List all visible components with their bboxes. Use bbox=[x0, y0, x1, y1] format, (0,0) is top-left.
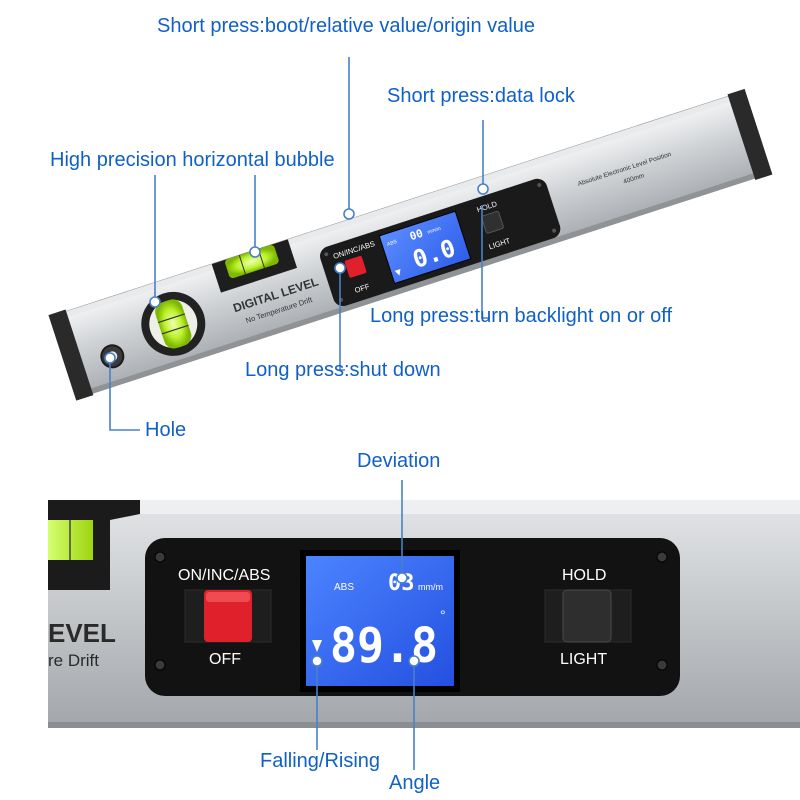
closeup-lcd-unit: mm/m bbox=[418, 582, 443, 592]
top-lcd-unit: mm/m bbox=[427, 226, 442, 236]
callout-long-press-shutdown: Long press:shut down bbox=[245, 359, 441, 381]
closeup-hold-button[interactable] bbox=[562, 589, 612, 643]
top-lcd-small-value: 00 bbox=[408, 227, 425, 243]
closeup-btn-hold-label: HOLD bbox=[562, 567, 606, 584]
closeup-lcd-big-value: 89.8 bbox=[330, 618, 438, 674]
bottom-leader-lines bbox=[311, 480, 420, 770]
closeup-brand-partial2: re Drift bbox=[48, 651, 99, 670]
closeup-btn-off-label: OFF bbox=[209, 651, 241, 668]
top-hold-button[interactable] bbox=[481, 210, 504, 234]
callout-hole: Hole bbox=[145, 419, 187, 441]
left-end-cap bbox=[48, 309, 94, 401]
closeup-btn-onincabs-label: ON/INC/ABS bbox=[178, 567, 270, 584]
closeup-lcd-screen bbox=[306, 556, 454, 686]
callout-angle: Angle bbox=[389, 772, 441, 794]
top-power-button[interactable] bbox=[344, 255, 367, 278]
callout-short-press-lock: Short press:data lock bbox=[387, 85, 575, 107]
closeup-power-button[interactable] bbox=[204, 590, 252, 642]
top-lcd-abs: ABS bbox=[386, 239, 398, 248]
top-level-illustration: DIGITAL LEVEL No Temperature Drift ON/IN… bbox=[48, 57, 773, 431]
falling-rising-indicator bbox=[312, 640, 322, 652]
closeup-brand-partial1: EVEL bbox=[48, 618, 116, 648]
closeup-btn-light-label: LIGHT bbox=[560, 651, 607, 668]
callout-falling-rising: Falling/Rising bbox=[260, 750, 381, 772]
right-end-cap bbox=[727, 88, 773, 181]
closeup-lcd-degree: ° bbox=[440, 607, 446, 623]
top-leader-lines bbox=[104, 57, 490, 431]
callout-bubble: High precision horizontal bubble bbox=[50, 149, 335, 171]
callout-short-press-boot: Short press:boot/relative value/origin v… bbox=[157, 15, 535, 37]
bottom-closeup-illustration: EVEL re Drift ON/INC/ABS OFF ABS 03 mm/m… bbox=[48, 480, 800, 770]
closeup-lcd-abs: ABS bbox=[334, 582, 354, 593]
callout-long-press-backlight: Long press:turn backlight on or off bbox=[370, 305, 673, 327]
callout-deviation: Deviation bbox=[357, 450, 441, 472]
top-lcd-screen bbox=[378, 210, 472, 285]
